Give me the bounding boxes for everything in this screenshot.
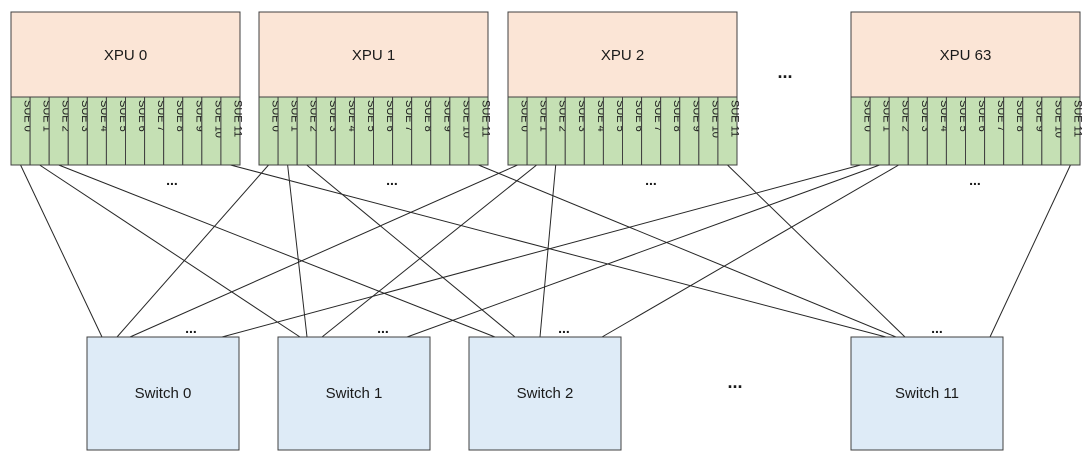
xpu-switch-link	[601, 164, 899, 338]
switch-label: Switch 11	[895, 385, 959, 402]
sue-port	[717, 96, 738, 166]
ellipsis-indicator: ...	[386, 172, 398, 188]
switch-layer: Switch 0 Switch 1 Switch 2 Switch 11	[86, 336, 1004, 451]
xpu-switch-link	[230, 164, 887, 338]
xpu-header-box	[10, 11, 241, 98]
sue-port-label: SUE 11	[231, 100, 243, 137]
ellipsis-layer: ..............................	[166, 62, 981, 392]
sue-port-label: SUE 2	[60, 100, 72, 132]
xpu-header-box	[850, 11, 1081, 98]
switch-block: Switch 2	[468, 336, 622, 451]
sue-port-label: SUE 11	[479, 100, 491, 137]
xpu-switch-link	[39, 164, 301, 338]
links-layer	[20, 164, 1071, 338]
sue-port	[220, 96, 241, 166]
xpu-label: XPU 63	[940, 47, 992, 64]
xpu-header-box	[258, 11, 489, 98]
xpu-switch-link	[306, 164, 516, 338]
xpu-switch-link	[58, 164, 496, 338]
switch-box	[468, 336, 622, 451]
xpu-switch-link	[727, 164, 906, 338]
xpu-switch-link	[116, 164, 269, 338]
xpu-switch-link	[321, 164, 537, 338]
sue-port-label: SUE 0	[22, 100, 34, 132]
xpu-switch-link	[20, 164, 103, 338]
sue-port	[1060, 96, 1081, 166]
ellipsis-indicator: ...	[377, 320, 389, 336]
switch-block: Switch 1	[277, 336, 431, 451]
ellipsis-indicator: ...	[727, 372, 742, 392]
ellipsis-indicator: ...	[166, 172, 178, 188]
ellipsis-indicator: ...	[645, 172, 657, 188]
switch-box	[850, 336, 1004, 451]
xpu-switch-link	[478, 164, 897, 338]
xpu-switch-link	[539, 164, 557, 338]
sue-port-label: SUE 11	[1071, 100, 1083, 137]
ellipsis-indicator: ...	[558, 320, 570, 336]
xpu-label: XPU 1	[352, 47, 395, 64]
xpu-label: XPU 2	[601, 47, 644, 64]
ellipsis-indicator: ...	[185, 320, 197, 336]
ellipsis-indicator: ...	[777, 62, 792, 82]
switch-block: Switch 0	[86, 336, 240, 451]
switch-block: Switch 11	[850, 336, 1004, 451]
switch-box	[277, 336, 431, 451]
xpu-switch-link	[989, 164, 1071, 338]
sue-port-label: SUE 8	[1014, 100, 1026, 132]
sue-port-label: SUE 11	[728, 100, 740, 137]
xpu-label: XPU 0	[104, 47, 147, 64]
xpu-switch-link	[406, 164, 880, 338]
switch-label: Switch 0	[135, 385, 192, 402]
ellipsis-indicator: ...	[969, 172, 981, 188]
xpu-switch-link	[129, 164, 518, 338]
switch-label: Switch 1	[326, 385, 383, 402]
xpu-header-box	[507, 11, 738, 98]
xpu-switch-link	[287, 164, 308, 338]
switch-box	[86, 336, 240, 451]
switch-label: Switch 2	[517, 385, 574, 402]
xpu-switch-link	[221, 164, 861, 338]
ellipsis-indicator: ...	[931, 320, 943, 336]
sue-port	[468, 96, 489, 166]
